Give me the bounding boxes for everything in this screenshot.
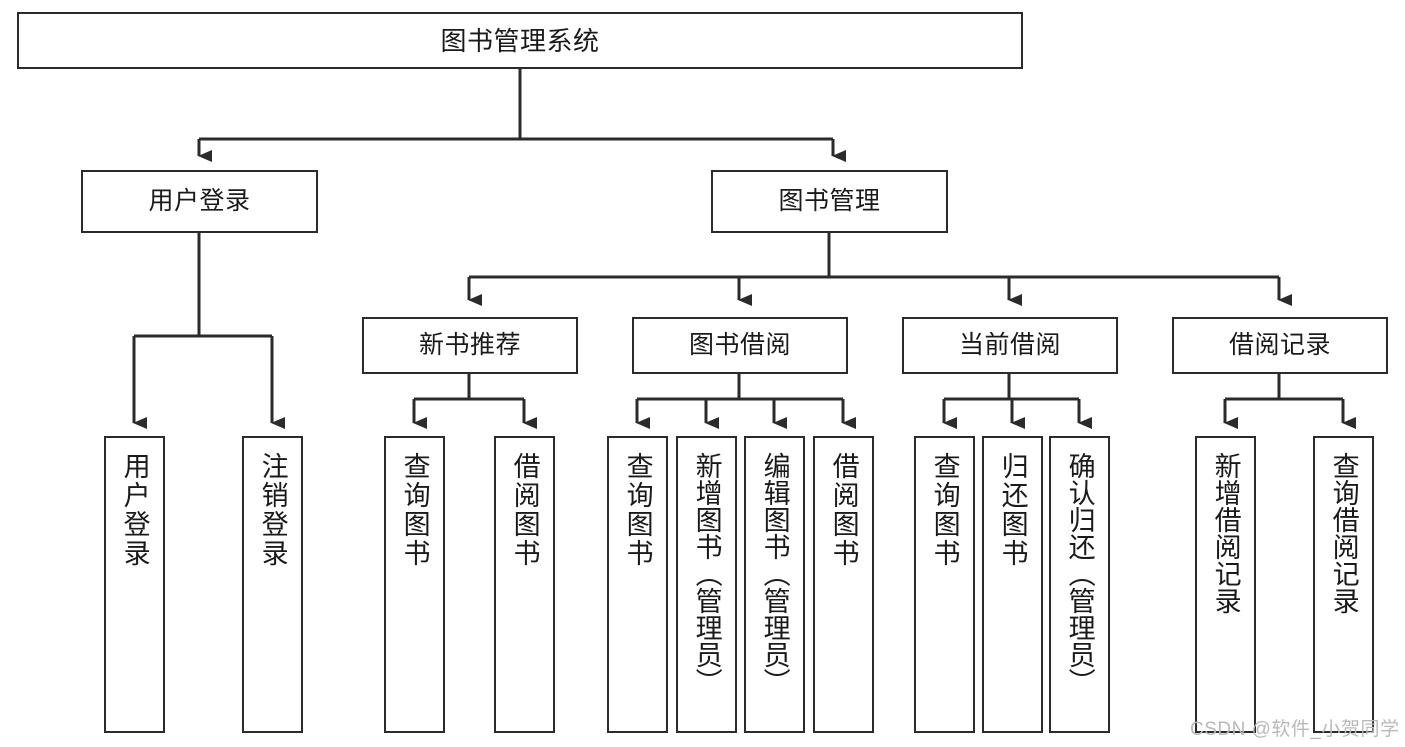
node-leaf-query-book-3[interactable]: 查询图书 [914,436,975,733]
node-borrow-record-label: 借阅记录 [1228,331,1331,359]
node-leaf-query-book-2[interactable]: 查询图书 [607,436,668,733]
node-book-borrow-label: 图书借阅 [688,331,791,359]
node-leaf-user-login[interactable]: 用户登录 [104,436,165,733]
node-leaf-user-login-label: 用户登录 [119,452,150,568]
node-leaf-query-book-2-label: 查询图书 [622,452,653,568]
node-leaf-logout-login[interactable]: 注销登录 [242,436,303,733]
node-leaf-add-borrow-record-label: 新增借阅记录 [1210,452,1241,614]
node-leaf-query-book-3-label: 查询图书 [929,452,960,568]
node-leaf-edit-book-admin[interactable]: 编辑图书（管理员） [744,436,805,733]
node-book-borrow[interactable]: 图书借阅 [632,317,848,374]
node-leaf-return-book[interactable]: 归还图书 [982,436,1043,733]
node-user-login-label: 用户登录 [148,187,251,215]
node-borrow-record[interactable]: 借阅记录 [1172,317,1388,374]
node-leaf-add-book-admin-label: 新增图书（管理员） [691,452,722,695]
node-leaf-return-book-label: 归还图书 [997,452,1028,568]
node-leaf-add-book-admin[interactable]: 新增图书（管理员） [676,436,737,733]
node-book-manage[interactable]: 图书管理 [711,170,948,233]
node-leaf-edit-book-admin-label: 编辑图书（管理员） [759,452,790,695]
node-leaf-borrow-book-2-label: 借阅图书 [828,452,859,568]
node-leaf-confirm-return-admin[interactable]: 确认归还（管理员） [1049,436,1110,733]
node-leaf-add-borrow-record[interactable]: 新增借阅记录 [1195,436,1256,733]
node-leaf-borrow-book-1[interactable]: 借阅图书 [494,436,555,733]
csdn-watermark: CSDN @软件_小贺同学 [1190,719,1400,740]
node-new-book-recommend-label: 新书推荐 [418,331,521,359]
node-leaf-query-book-1-label: 查询图书 [399,452,430,568]
node-leaf-query-borrow-record[interactable]: 查询借阅记录 [1313,436,1374,733]
node-root-system-label: 图书管理系统 [440,25,600,56]
node-leaf-query-book-1[interactable]: 查询图书 [384,436,445,733]
node-new-book-recommend[interactable]: 新书推荐 [362,317,578,374]
node-leaf-query-borrow-record-label: 查询借阅记录 [1328,452,1359,614]
node-root-system[interactable]: 图书管理系统 [17,12,1023,69]
node-leaf-logout-login-label: 注销登录 [257,452,288,568]
node-leaf-confirm-return-admin-label: 确认归还（管理员） [1064,452,1095,695]
node-current-borrow-label: 当前借阅 [958,331,1061,359]
node-leaf-borrow-book-2[interactable]: 借阅图书 [813,436,874,733]
node-user-login[interactable]: 用户登录 [81,170,318,233]
node-current-borrow[interactable]: 当前借阅 [902,317,1118,374]
node-leaf-borrow-book-1-label: 借阅图书 [509,452,540,568]
node-book-manage-label: 图书管理 [778,187,881,215]
